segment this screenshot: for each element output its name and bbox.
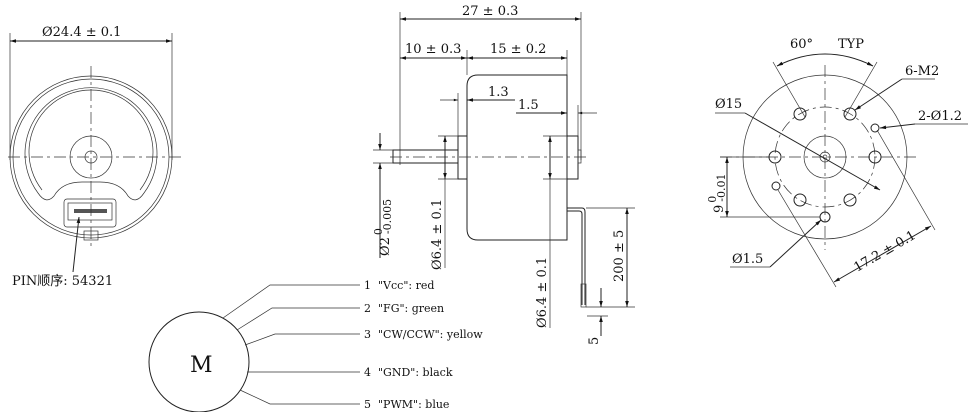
pin-holes-label: 2-Ø1.2 <box>918 109 962 124</box>
svg-text:5: 5 <box>364 398 371 411</box>
shaft-length-dim: 10 ± 0.3 <box>405 42 461 57</box>
rear-boss-dim: 1.5 <box>518 98 539 113</box>
strip-length-dim: 5 <box>587 337 602 345</box>
front-view: Ø24.4 ± 0.1 PIN顺序: 54321 <box>8 25 183 289</box>
svg-text:1: 1 <box>364 279 371 292</box>
svg-text:"PWM": blue: "PWM": blue <box>378 398 449 411</box>
wire-item-2: 2 "FG": green <box>364 302 444 315</box>
flange-thickness-dim: 1.3 <box>488 85 509 100</box>
wire-item-5: 5 "PWM": blue <box>364 398 449 411</box>
wire-item-3: 3 "CW/CCW": yellow <box>364 328 483 341</box>
wiring-diagram: M 1 "Vcc": red 2 "FG": green 3 "CW/CCW": ye… <box>148 279 483 412</box>
motor-label: M <box>190 353 213 378</box>
hole-span-dim: 17.2 ± 0.1 <box>852 228 919 275</box>
svg-text:"FG": green: "FG": green <box>378 302 444 315</box>
body-length-dim: 15 ± 0.2 <box>490 42 546 57</box>
svg-text:3: 3 <box>364 328 371 341</box>
side-view: 27 ± 0.3 10 ± 0.3 15 ± 0.2 1.3 1.5 Ø20-0… <box>372 4 635 345</box>
pin-order-label: PIN顺序: 54321 <box>12 274 113 289</box>
wire-item-1: 1 "Vcc": red <box>364 279 434 292</box>
angle-dim: 60° <box>790 37 813 52</box>
pcd-label: Ø15 <box>715 97 742 112</box>
rear-boss-diameter-dim: Ø6.4 ± 0.1 <box>535 257 550 328</box>
svg-text:"Vcc": red: "Vcc": red <box>378 279 434 292</box>
front-boss-diameter-dim: Ø6.4 ± 0.1 <box>430 199 445 270</box>
front-diameter-dim: Ø24.4 ± 0.1 <box>42 25 121 40</box>
motor-symbol <box>148 311 250 412</box>
shaft-diameter-dim: Ø20-0.005 <box>372 199 394 256</box>
svg-text:4: 4 <box>364 366 371 379</box>
typ-label: TYP <box>838 37 864 52</box>
rear-view: 60° TYP 6-M2 Ø15 2-Ø1.2 90-0.01 Ø1.5 17.… <box>706 37 968 288</box>
overall-length-dim: 27 ± 0.3 <box>462 4 518 19</box>
center-hole-label: Ø1.5 <box>732 252 763 267</box>
svg-text:"CW/CCW": yellow: "CW/CCW": yellow <box>378 328 483 341</box>
offset-dim: 90-0.01 <box>706 174 728 214</box>
svg-text:2: 2 <box>364 302 371 315</box>
wire-item-4: 4 "GND": black <box>364 366 453 379</box>
wire-length-dim: 200 ± 5 <box>612 230 627 282</box>
svg-text:"GND": black: "GND": black <box>378 366 453 379</box>
thread-holes-label: 6-M2 <box>905 64 939 79</box>
connector-pins <box>74 209 107 213</box>
